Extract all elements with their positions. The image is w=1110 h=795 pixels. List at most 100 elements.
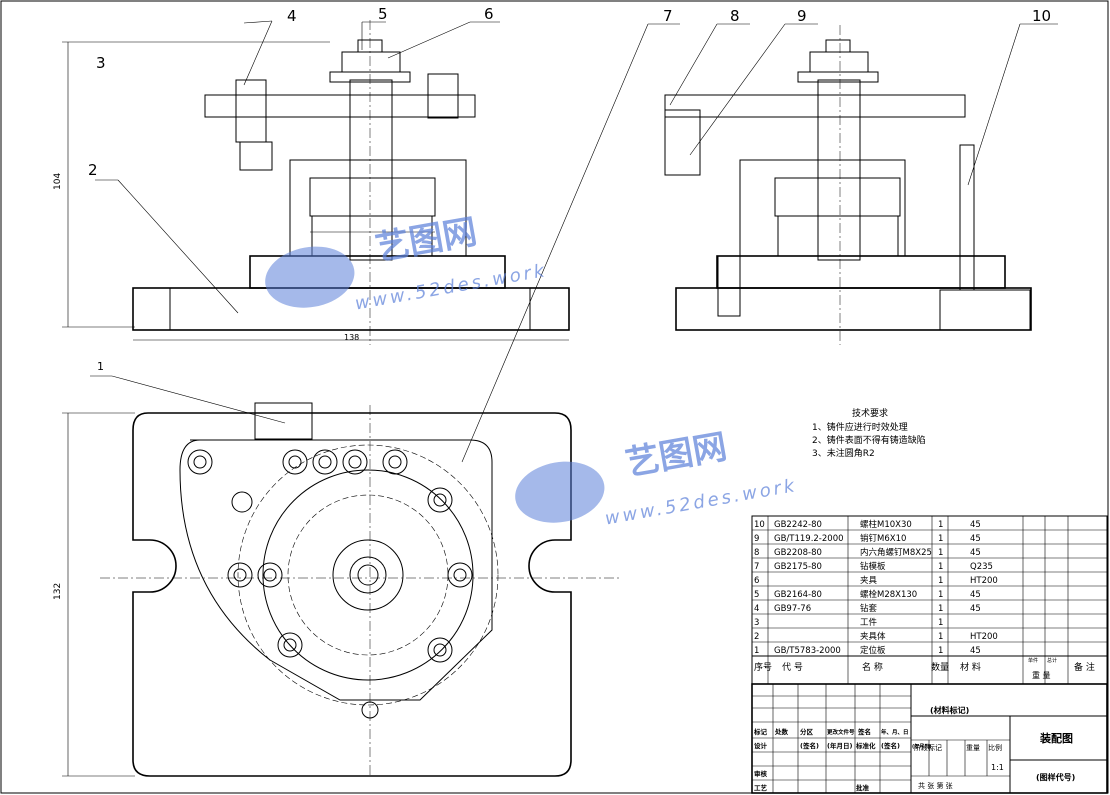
date1: (年月日) bbox=[827, 741, 852, 750]
rev-date: 年、月、日 bbox=[881, 728, 909, 736]
rev-mark: 标记 bbox=[753, 727, 768, 736]
bom-row-qty: 1 bbox=[938, 646, 943, 656]
tech-title: 技术要求 bbox=[852, 407, 888, 419]
rev-doc: 更改文件号 bbox=[827, 728, 855, 736]
balloon-10: 10 bbox=[1032, 7, 1051, 25]
ratio-label: 比例 bbox=[988, 743, 1002, 752]
side-view bbox=[664, 25, 1032, 345]
balloon-6: 6 bbox=[484, 5, 494, 23]
weight-label: 重量 bbox=[966, 744, 980, 752]
bom-row-mat: 45 bbox=[970, 590, 981, 600]
bom-row-no: 6 bbox=[754, 576, 759, 586]
tech-item-1: 1、铸件应进行时效处理 bbox=[812, 421, 908, 433]
bom-row-name: 工件 bbox=[860, 617, 878, 628]
bom-row-qty: 1 bbox=[938, 604, 943, 614]
rev-sign: 签名 bbox=[857, 727, 871, 736]
top-view: 132 bbox=[53, 402, 620, 778]
bom-header-name: 名 称 bbox=[862, 661, 883, 673]
leader-lines bbox=[90, 20, 1058, 463]
bom-row-name: 螺柱M10X30 bbox=[860, 519, 912, 530]
bom-row-no: 9 bbox=[754, 534, 759, 544]
bom-row-qty: 1 bbox=[938, 548, 943, 558]
bom-row-mat: 45 bbox=[970, 520, 981, 530]
material-mark: (材料标记) bbox=[930, 705, 969, 715]
bom-row-code: GB/T5783-2000 bbox=[774, 646, 841, 656]
bom-row-mat: 45 bbox=[970, 646, 981, 656]
drawing-code: (图样代号) bbox=[1036, 772, 1075, 782]
bom-row-name: 内六角螺钉M8X25 bbox=[860, 547, 932, 558]
bom-row-name: 螺栓M28X130 bbox=[860, 589, 917, 600]
bom-row-no: 5 bbox=[754, 590, 759, 600]
title-block: (材料标记) 装配图 (图样代号) 1:1 阶段标记 重量 比例 共 张 第 张… bbox=[751, 683, 1108, 794]
bom-row-mat: HT200 bbox=[970, 632, 998, 642]
balloon-3: 3 bbox=[96, 54, 106, 72]
bom-header-remark: 备 注 bbox=[1074, 661, 1095, 673]
bom-row-code: GB2242-80 bbox=[774, 520, 822, 530]
dim-132: 132 bbox=[53, 583, 63, 600]
sign2: (签名) bbox=[881, 741, 900, 750]
front-view: 104 138 bbox=[53, 20, 570, 345]
bom-row-name: 钻套 bbox=[860, 603, 878, 614]
bom-row-code: GB/T119.2-2000 bbox=[774, 534, 844, 544]
bom-header-code: 代 号 bbox=[782, 662, 803, 673]
bom-row-qty: 1 bbox=[938, 618, 943, 628]
svg-text:艺图网: 艺图网 bbox=[372, 212, 479, 269]
bom-header-no: 序号 bbox=[754, 661, 772, 673]
bom-row-qty: 1 bbox=[938, 632, 943, 642]
balloon-1: 1 bbox=[97, 360, 104, 373]
bom-row-mat: HT200 bbox=[970, 576, 998, 586]
bom-row-mat: 45 bbox=[970, 548, 981, 558]
bom-row-mat: 45 bbox=[970, 604, 981, 614]
bom-row-no: 1 bbox=[754, 646, 759, 656]
drawing-title: 装配图 bbox=[1039, 731, 1073, 745]
technical-requirements: 技术要求 1、铸件应进行时效处理 2、铸件表面不得有铸造缺陷 3、未注圆角R2 bbox=[812, 407, 926, 459]
bom-row-mat: 45 bbox=[970, 534, 981, 544]
balloon-7: 7 bbox=[663, 7, 673, 25]
std-label: 标准化 bbox=[855, 741, 876, 750]
bom-row-qty: 1 bbox=[938, 520, 943, 530]
tech-item-3: 3、未注圆角R2 bbox=[812, 447, 875, 459]
bom-row-code: GB97-76 bbox=[774, 604, 811, 614]
scale-value: 1:1 bbox=[991, 763, 1004, 772]
balloon-5: 5 bbox=[378, 5, 388, 23]
sign1: (签名) bbox=[800, 741, 819, 750]
balloon-8: 8 bbox=[730, 7, 740, 25]
bom-row-qty: 1 bbox=[938, 534, 943, 544]
date2: (年月日) bbox=[912, 743, 932, 750]
bom-row-no: 3 bbox=[754, 618, 759, 628]
bom-row-name: 定位板 bbox=[860, 645, 886, 656]
dim-138: 138 bbox=[344, 333, 359, 342]
check-label: 审核 bbox=[754, 769, 768, 778]
bom-header-mat: 材 料 bbox=[960, 661, 981, 673]
rev-count: 处数 bbox=[774, 727, 789, 736]
approve-label: 批准 bbox=[856, 783, 870, 792]
bom-row-code: GB2175-80 bbox=[774, 562, 822, 572]
bom-row-code: GB2208-80 bbox=[774, 548, 822, 558]
bom-row-name: 夹具体 bbox=[860, 631, 886, 642]
bom-row-no: 7 bbox=[754, 562, 759, 572]
bom-row-qty: 1 bbox=[938, 562, 943, 572]
bom-row-name: 钻模板 bbox=[860, 561, 886, 572]
svg-text:艺图网: 艺图网 bbox=[622, 427, 729, 484]
balloon-9: 9 bbox=[797, 7, 807, 25]
balloon-2: 2 bbox=[88, 161, 98, 179]
bom-header-total: 总计 bbox=[1047, 657, 1057, 664]
design-label: 设计 bbox=[754, 741, 768, 750]
dim-104: 104 bbox=[53, 173, 63, 190]
bom-row-no: 8 bbox=[754, 548, 759, 558]
bom-row-code: GB2164-80 bbox=[774, 590, 822, 600]
balloon-4: 4 bbox=[287, 7, 297, 25]
bom-header-weight: 重 量 bbox=[1032, 670, 1051, 680]
bom-row-qty: 1 bbox=[938, 576, 943, 586]
sheets-label: 共 张 第 张 bbox=[918, 781, 953, 790]
rev-zone: 分区 bbox=[800, 727, 814, 736]
process-label: 工艺 bbox=[754, 783, 768, 792]
stage-mark: 阶段标记 bbox=[914, 743, 942, 752]
bom-row-no: 4 bbox=[754, 604, 759, 614]
bom-row-name: 销钉M6X10 bbox=[860, 533, 906, 544]
bom-header-unit: 单件 bbox=[1028, 657, 1038, 664]
bom-row-mat: Q235 bbox=[970, 562, 993, 572]
